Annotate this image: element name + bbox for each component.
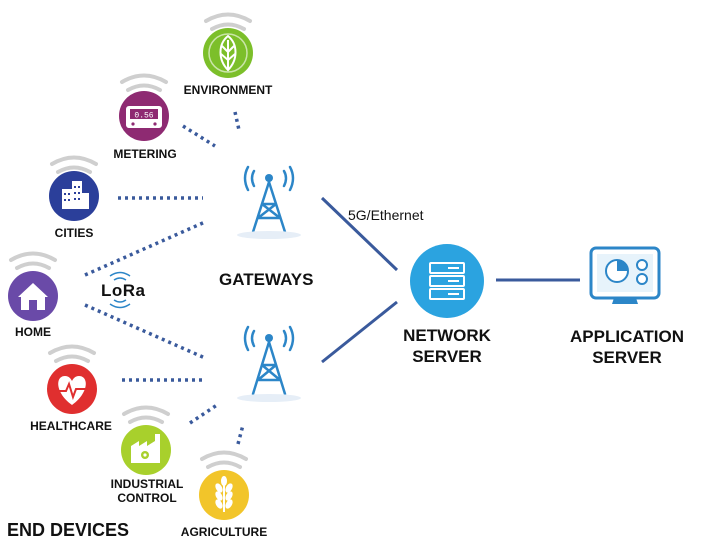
device-signal-arcs (9, 12, 252, 469)
label-control: CONTROL (117, 491, 177, 505)
label-healthcare: HEALTHCARE (30, 419, 112, 433)
agriculture-icon-group (199, 470, 249, 520)
backhaul-label: 5G/Ethernet (348, 207, 424, 223)
link-environment (233, 111, 241, 131)
metering-icon-group: 0.56 (119, 91, 169, 141)
house-icon (18, 283, 48, 310)
gateways-label: GATEWAYS (219, 270, 314, 289)
network-server-line2: SERVER (412, 347, 482, 366)
label-industrial: INDUSTRIAL (110, 477, 184, 491)
backhaul-links (320, 196, 580, 364)
cities-icon-group (49, 171, 99, 221)
link-gateway2-network (321, 300, 398, 364)
application-server-icon (589, 246, 661, 304)
factory-icon (131, 434, 160, 463)
meter-icon: 0.56 (126, 106, 162, 128)
application-server-line2: SERVER (592, 348, 662, 367)
application-server-line1: APPLICATION (570, 327, 684, 346)
label-metering: METERING (113, 147, 177, 161)
link-home-upper (84, 220, 206, 277)
wheat-icon (215, 476, 233, 512)
industrial-icon-group (121, 425, 171, 475)
healthcare-icon-group (47, 364, 97, 414)
link-agriculture (236, 424, 245, 445)
network-server-icon (410, 244, 484, 318)
network-server-line1: NETWORK (403, 326, 491, 345)
link-industrial (189, 403, 218, 425)
link-metering (182, 124, 216, 148)
link-gateway1-network (320, 196, 399, 272)
lora-signal-icon (109, 271, 131, 309)
lora-label: LoRa (101, 281, 146, 300)
home-icon-group (8, 271, 58, 321)
label-agriculture: AGRICULTURE (180, 525, 268, 539)
buildings-icon (62, 181, 89, 209)
label-environment: ENVIRONMENT (183, 83, 273, 97)
svg-text:0.56: 0.56 (134, 112, 153, 121)
environment-icon-group (203, 28, 253, 78)
link-home-lower (84, 303, 206, 360)
gateway-tower-icon-1 (237, 165, 301, 239)
lora-links (84, 111, 245, 445)
end-devices-title: END DEVICES (7, 520, 130, 540)
gateway-tower-icon-2 (237, 325, 301, 402)
leaf-icon (219, 34, 237, 72)
label-cities: CITIES (54, 226, 94, 240)
label-home: HOME (15, 325, 51, 339)
